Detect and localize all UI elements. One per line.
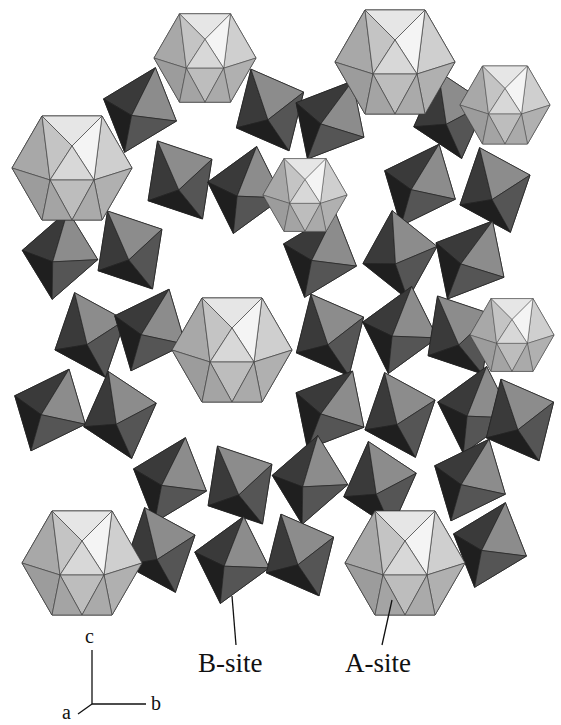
icosahedron [22,511,142,615]
octahedron [277,278,384,392]
site-label: B-site [198,650,263,677]
octahedron [444,135,546,246]
octahedron [0,353,103,467]
axis-label: b [151,693,161,713]
axis-triad [78,650,146,714]
site-label: A-site [345,650,411,677]
icosahedron [335,10,455,114]
octahedron [355,204,445,306]
icosahedron [12,116,132,220]
icosahedron [345,511,465,615]
axis-line [91,650,92,704]
icosahedron [263,159,347,232]
icosahedron [172,298,292,402]
octahedron [247,498,354,612]
icosahedron [460,66,550,144]
octahedron [72,362,169,469]
axis-line [92,703,146,704]
axis-label: c [85,626,94,646]
leader-line [232,596,236,645]
icosahedron [154,14,256,102]
icosahedron [470,299,554,372]
leader-line [382,600,392,645]
axis-line [78,704,92,714]
octahedron [367,128,474,242]
axis-label: a [62,702,71,722]
octahedron [265,429,355,531]
a-site-icosahedra [12,10,554,615]
leader-lines [232,596,392,645]
octahedron [119,425,221,536]
